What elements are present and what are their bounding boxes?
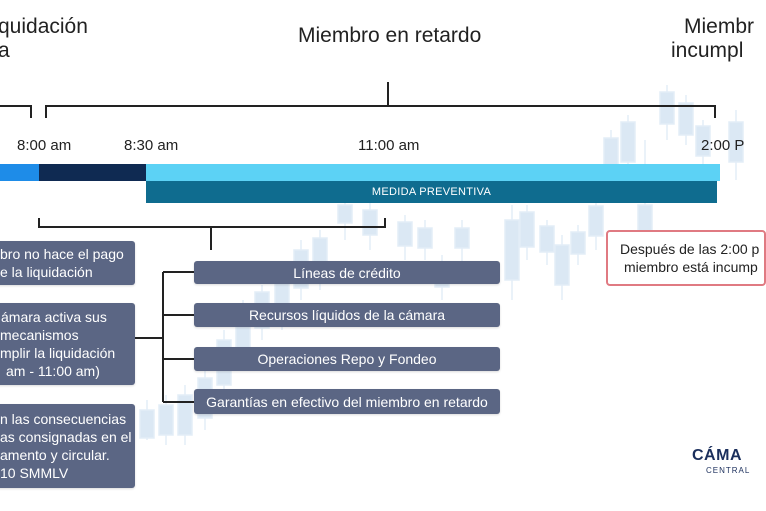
left-box-3-line4: 10 SMMLV xyxy=(0,465,69,481)
left-box-3-line3: amento y circular. xyxy=(0,447,110,463)
heading-right-line1: Miembr xyxy=(684,15,755,38)
left-box-1-line1: bro no hace el pago xyxy=(0,246,124,262)
heading-right-line2: incumpl xyxy=(671,39,744,62)
mechanism-repo-operations: Operaciones Repo y Fondeo xyxy=(194,347,500,371)
heading-left-line1: quidación xyxy=(0,15,88,38)
mechanism-liquid-resources: Recursos líquidos de la cámara xyxy=(194,303,500,327)
heading-center: Miembro en retardo xyxy=(298,24,482,47)
left-box-3-line2: as consignadas en el xyxy=(0,429,132,445)
logo-sub-text: CENTRAL xyxy=(706,466,751,475)
left-box-2-line4: am - 11:00 am) xyxy=(6,363,100,379)
heading-left-line2: a xyxy=(0,39,10,62)
time-label-800: 8:00 am xyxy=(17,137,72,154)
left-box-2-line3: mplir la liquidación xyxy=(0,345,116,361)
note-line1: Después de las 2:00 p xyxy=(620,241,760,257)
heading-left: quidación a xyxy=(0,15,88,63)
left-box-2-line2: mecanismos xyxy=(0,327,79,343)
default-note-box: Después de las 2:00 p miembro está incum… xyxy=(606,230,766,286)
camara-logo: CÁMA CENTRAL xyxy=(692,447,750,475)
brackets xyxy=(0,82,716,403)
mechanism-cash-guarantees: Garantías en efectivo del miembro en ret… xyxy=(194,389,500,414)
logo-main-text: CÁMA xyxy=(692,447,742,464)
note-line2: miembro está incump xyxy=(624,259,758,275)
left-box-no-payment: bro no hace el pago e la liquidación xyxy=(0,241,135,285)
left-box-1-line2: e la liquidación xyxy=(0,264,93,280)
timeline-segment-liquidation xyxy=(0,164,39,181)
preventive-measure-label: MEDIDA PREVENTIVA xyxy=(371,186,492,198)
preventive-measure-bar: MEDIDA PREVENTIVA xyxy=(146,181,717,203)
left-box-activate-mechanisms: ámara activa sus mecanismos mplir la liq… xyxy=(0,303,135,385)
time-label-830: 8:30 am xyxy=(124,137,179,154)
heading-right: Miembr incumpl xyxy=(671,15,755,63)
left-box-2-line1: ámara activa sus xyxy=(1,309,107,325)
time-label-1100: 11:00 am xyxy=(358,137,420,154)
timeline-segment-delay xyxy=(146,164,720,181)
time-label-200: 2:00 P xyxy=(701,137,745,154)
mechanism-credit-lines: Líneas de crédito xyxy=(194,261,500,284)
left-box-consequences: n las consecuencias as consignadas en el… xyxy=(0,404,135,488)
timeline-segment-grace xyxy=(39,164,146,181)
left-box-3-line1: n las consecuencias xyxy=(0,411,127,427)
